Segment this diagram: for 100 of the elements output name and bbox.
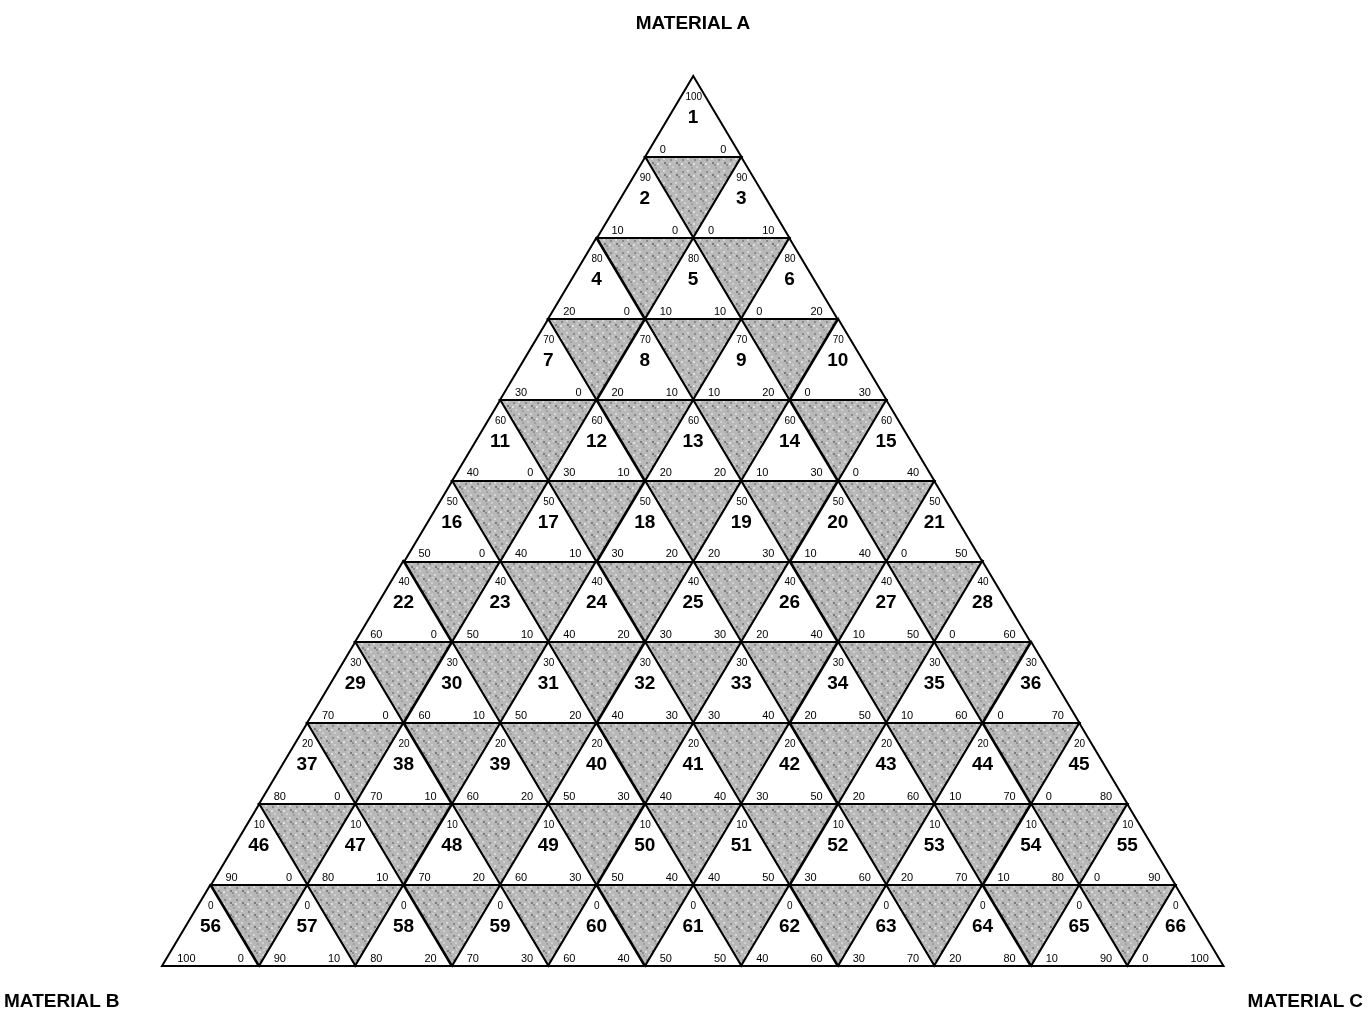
percentage-value: 10: [1122, 820, 1134, 831]
percentage-value: 20: [569, 710, 582, 722]
cell-number: 52: [827, 835, 849, 855]
triangle-cell: [886, 642, 983, 724]
percentage-value: 30: [858, 386, 871, 398]
percentage-value: 40: [810, 629, 823, 641]
cell-number: 64: [971, 916, 994, 935]
percentage-value: 10: [708, 386, 721, 398]
triangle-cell: [500, 642, 597, 724]
cell-number: 48: [441, 835, 463, 855]
percentage-value: 10: [852, 629, 865, 641]
cell-number: 59: [489, 916, 511, 935]
triangle-cell: [741, 723, 838, 805]
cell-number: 33: [730, 673, 752, 693]
percentage-value: 0: [997, 710, 1004, 722]
percentage-value: 40: [617, 952, 630, 964]
percentage-value: 70: [955, 872, 968, 883]
percentage-value: 10: [253, 820, 265, 831]
percentage-value: 40: [784, 577, 796, 588]
triangle-cell: [1030, 723, 1128, 805]
triangle-cell: [693, 156, 790, 238]
cell-number: 29: [344, 673, 366, 693]
percentage-value: 10: [714, 305, 727, 317]
percentage-value: 0: [497, 901, 504, 911]
percentage-value: 10: [762, 224, 775, 236]
percentage-value: 30: [832, 658, 844, 669]
cell-number: 61: [682, 916, 704, 935]
percentage-value: 10: [472, 710, 485, 722]
percentage-value: 40: [515, 548, 528, 560]
percentage-value: 20: [302, 739, 314, 750]
triangle-cell: [596, 642, 693, 724]
triangle-cell: [837, 561, 935, 643]
triangle-cell: [258, 885, 356, 966]
cell-number: 34: [827, 673, 849, 693]
percentage-value: 0: [478, 548, 485, 560]
percentage-value: 50: [611, 872, 624, 883]
cell-number: 51: [730, 835, 752, 855]
percentage-value: 40: [495, 577, 507, 588]
percentage-value: 60: [370, 629, 383, 641]
percentage-value: 30: [639, 658, 651, 669]
percentage-value: 80: [322, 872, 335, 883]
percentage-value: 20: [472, 872, 485, 883]
triangle-cell: [403, 480, 500, 562]
percentage-value: 20: [810, 305, 823, 317]
percentage-value: 50: [810, 791, 823, 803]
percentage-value: 10: [929, 820, 941, 831]
triangle-cell: [403, 642, 500, 724]
axis-title: MATERIAL A: [635, 12, 751, 34]
percentage-value: 30: [515, 386, 528, 398]
percentage-value: 0: [1045, 791, 1052, 803]
triangle-cell: [451, 399, 549, 481]
triangle-cell: [548, 399, 645, 481]
cell-number: 36: [1020, 673, 1042, 693]
triangle-cell: [741, 561, 838, 643]
percentage-value: 10: [832, 820, 844, 831]
percentage-value: 0: [1076, 901, 1083, 911]
cell-number: 25: [682, 592, 704, 612]
percentage-value: 20: [398, 739, 410, 750]
cell-number: 35: [923, 673, 945, 693]
triangle-cell: [934, 723, 1031, 805]
cell-number: 15: [875, 430, 897, 450]
percentage-value: 10: [1025, 820, 1037, 831]
percentage-value: 30: [804, 872, 817, 883]
percentage-value: 40: [977, 577, 989, 588]
cell-number: 5: [687, 268, 699, 288]
percentage-value: 10: [521, 629, 534, 641]
triangle-cell: [596, 804, 693, 885]
percentage-value: 90: [273, 952, 286, 964]
cell-number: 28: [971, 592, 994, 612]
percentage-value: 40: [708, 872, 721, 883]
percentage-value: 20: [659, 467, 672, 479]
percentage-value: 20: [756, 629, 769, 641]
percentage-value: 0: [401, 901, 407, 911]
percentage-value: 20: [1074, 739, 1086, 750]
triangle-cell: [644, 237, 742, 319]
triangle-cell: [548, 885, 645, 966]
percentage-value: 40: [881, 577, 893, 588]
cell-number: 10: [827, 349, 849, 369]
percentage-value: 20: [495, 739, 507, 750]
cell-number: 54: [1020, 835, 1042, 855]
percentage-value: 90: [639, 172, 651, 183]
percentage-value: 10: [639, 820, 651, 831]
percentage-value: 60: [955, 710, 968, 722]
percentage-value: 0: [949, 629, 956, 641]
triangle-cell: [451, 885, 549, 966]
percentage-value: 70: [832, 334, 844, 345]
triangle-cell: [500, 318, 597, 400]
percentage-value: 0: [671, 224, 678, 236]
percentage-value: 0: [527, 467, 534, 479]
cell-number: 31: [537, 673, 559, 693]
percentage-value: 20: [708, 548, 721, 560]
triangle-cell: [741, 885, 838, 966]
percentage-value: 60: [495, 415, 507, 426]
percentage-value: 60: [784, 415, 796, 426]
cell-number: 16: [441, 511, 463, 531]
percentage-value: 10: [997, 872, 1010, 883]
triangle-cell: [548, 561, 645, 643]
percentage-value: 40: [591, 577, 603, 588]
triangle-cell: [258, 723, 356, 805]
percentage-value: 70: [1003, 791, 1016, 803]
